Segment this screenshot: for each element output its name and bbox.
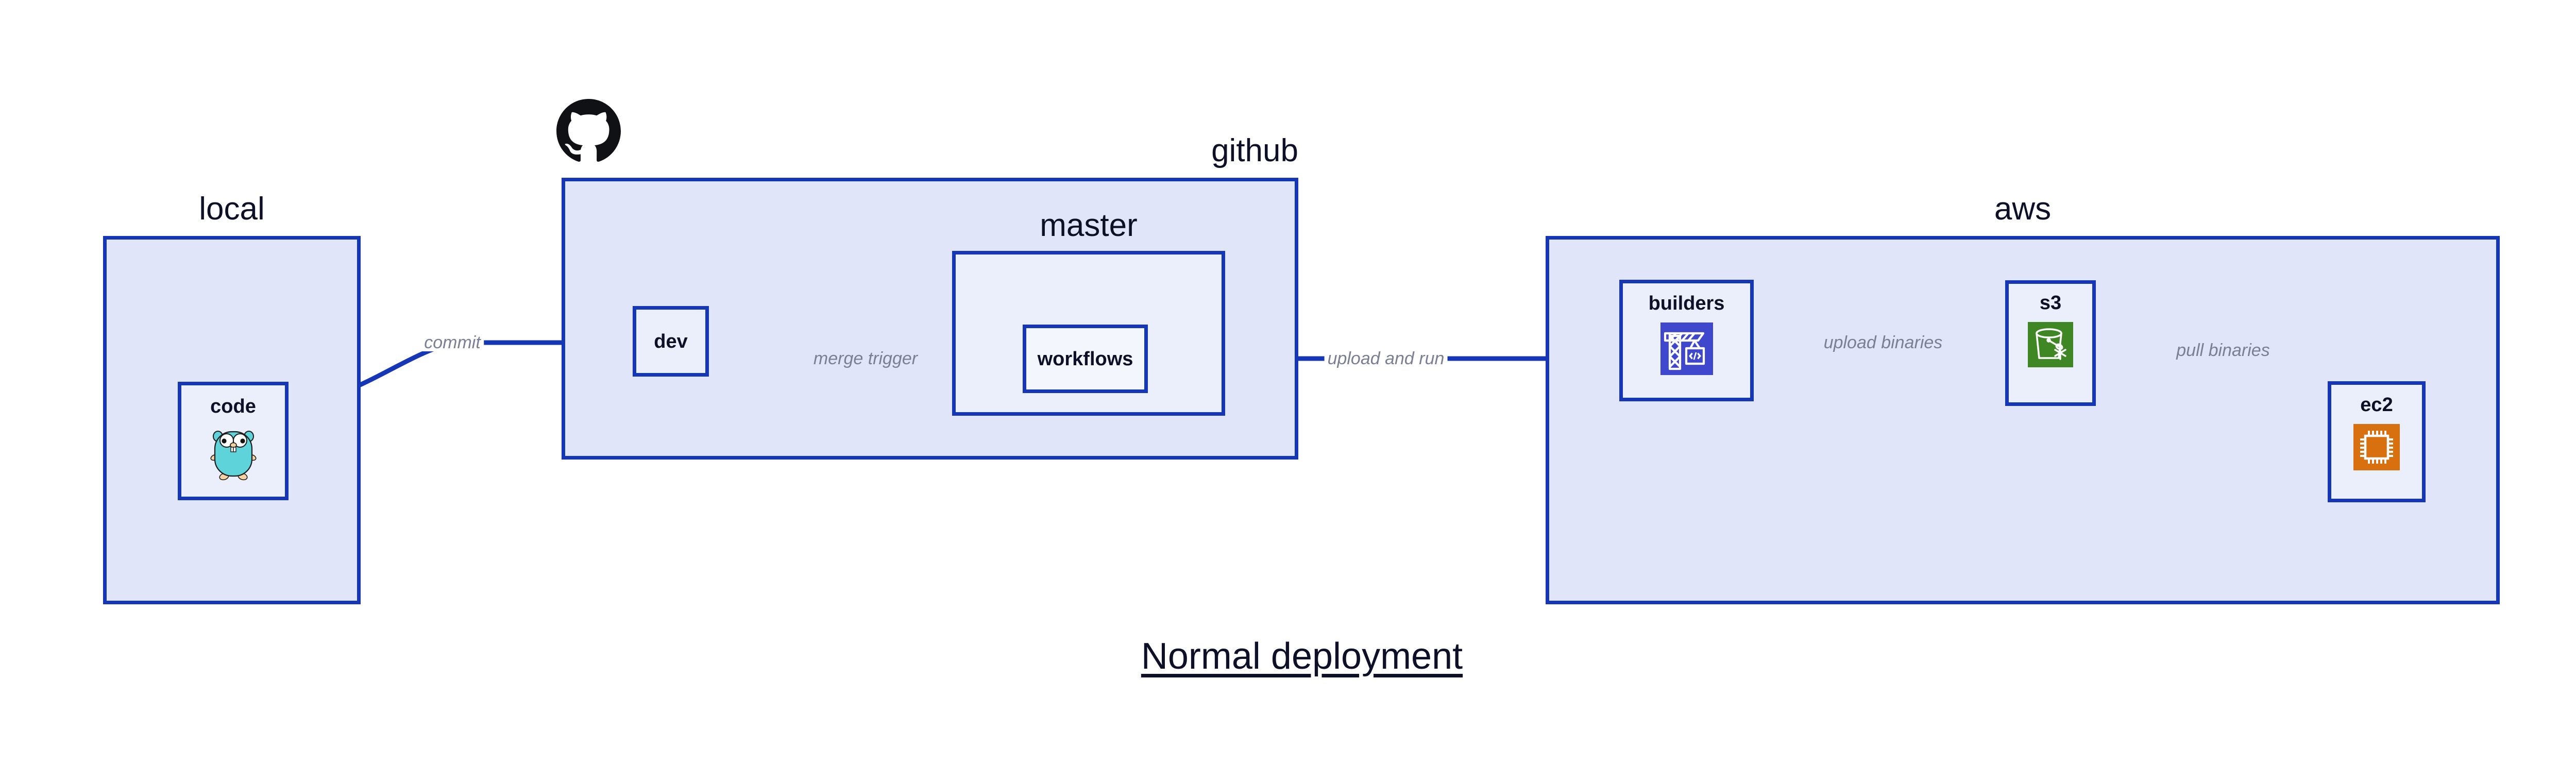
github-logo-icon: [556, 99, 621, 163]
group-master-label: master: [1040, 208, 1138, 243]
node-builders[interactable]: builders: [1619, 280, 1754, 401]
node-dev-label: dev: [654, 330, 688, 352]
node-builders-label: builders: [1648, 293, 1725, 314]
node-workflows-label: workflows: [1037, 348, 1133, 370]
edge-label-merge-trigger: merge trigger: [810, 350, 921, 367]
node-code[interactable]: code: [178, 382, 289, 500]
node-dev[interactable]: dev: [633, 306, 709, 377]
aws-s3-icon: [2028, 322, 2073, 370]
go-gopher-icon: [210, 425, 257, 484]
node-ec2-label: ec2: [2360, 394, 2393, 416]
group-github-label: github: [1211, 133, 1298, 168]
node-workflows[interactable]: workflows: [1023, 325, 1148, 393]
aws-ec2-icon: [2353, 424, 2400, 473]
edge-label-upload-and-run: upload and run: [1324, 350, 1448, 367]
group-aws-label: aws: [1994, 191, 2052, 227]
edge-label-upload-binaries: upload binaries: [1820, 334, 1946, 351]
edge-label-pull-binaries: pull binaries: [2173, 342, 2273, 359]
edge-label-commit: commit: [421, 334, 484, 351]
node-ec2[interactable]: ec2: [2328, 381, 2426, 502]
node-s3[interactable]: s3: [2005, 280, 2096, 406]
group-local-label: local: [199, 191, 265, 227]
node-code-label: code: [210, 396, 256, 417]
page-title: Normal deployment: [1141, 636, 1463, 677]
aws-codebuild-icon: [1660, 322, 1713, 378]
node-s3-label: s3: [2039, 292, 2062, 314]
